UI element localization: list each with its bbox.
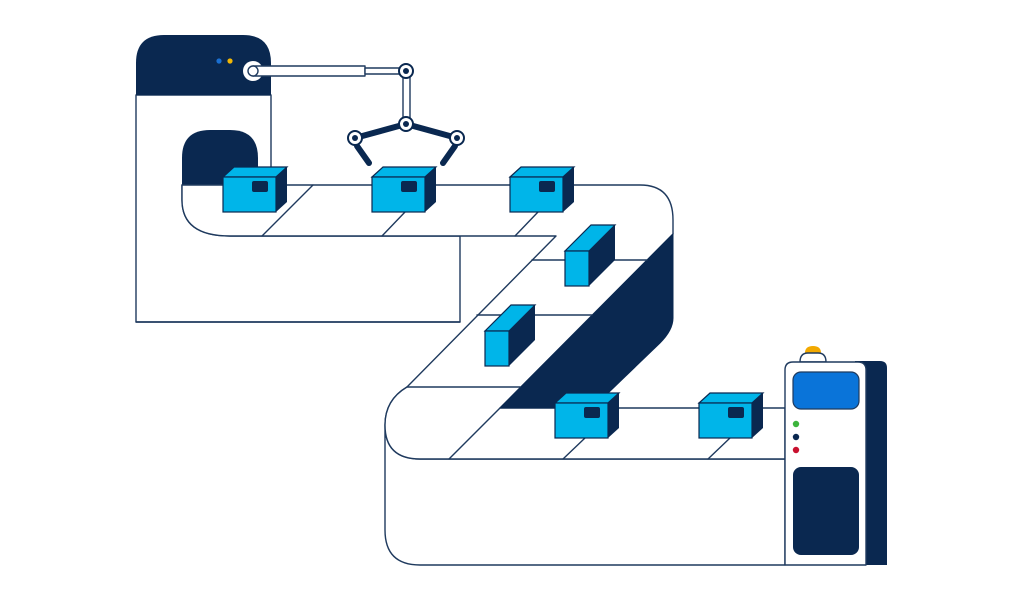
box-label [584, 407, 600, 418]
gripper-left-finger [354, 143, 372, 166]
joint-center [352, 135, 358, 141]
conveyor-belt [135, 184, 786, 566]
gripper-right-arm [403, 121, 460, 141]
box-side-a [563, 224, 617, 287]
box-top [221, 166, 289, 178]
box-side [563, 167, 574, 212]
belt-slat [707, 437, 731, 460]
box-side-b [483, 304, 537, 367]
box-side [509, 305, 535, 366]
box-front [484, 330, 510, 367]
box-front [371, 176, 426, 213]
belt-slat [261, 184, 314, 237]
box-label [539, 181, 555, 192]
box-side [276, 167, 287, 212]
box [370, 166, 438, 213]
belt-slat [381, 211, 406, 237]
joint-center [454, 135, 460, 141]
input-machine-top [136, 35, 271, 95]
status-led-red [792, 446, 800, 454]
box-top [553, 392, 621, 404]
box-side [608, 393, 619, 438]
belt-slat [448, 407, 501, 460]
belt-slat [514, 211, 539, 237]
box-side [752, 393, 763, 438]
gripper-left-arm [352, 121, 409, 141]
box-top [508, 166, 576, 178]
joint-center [403, 68, 409, 74]
box-side [425, 167, 436, 212]
screen-panel [792, 371, 860, 410]
belt-slat [562, 437, 586, 460]
box-side [589, 225, 615, 286]
output-machine [784, 346, 887, 566]
box-label [728, 407, 744, 418]
belt-surface [181, 184, 786, 460]
box-front [222, 176, 277, 213]
lamp-base [799, 352, 827, 363]
box [508, 166, 576, 213]
box-top [697, 392, 765, 404]
arm-upper-segment [252, 65, 366, 77]
box [553, 392, 621, 439]
warning-lamp-icon [805, 346, 821, 353]
indicator-dot-blue [216, 58, 222, 64]
status-led-navy [792, 433, 800, 441]
box [697, 392, 765, 439]
arm-joints [247, 63, 465, 146]
box-front [509, 176, 564, 213]
robot-arm [243, 61, 465, 166]
box-top [370, 166, 438, 178]
box-front [698, 402, 753, 439]
gripper-right-finger [440, 143, 458, 166]
box-label [252, 181, 268, 192]
status-led-green [792, 420, 800, 428]
boxes [221, 166, 765, 439]
indicator-dot-yellow [227, 58, 233, 64]
joint-center [403, 121, 409, 127]
box-front [554, 402, 609, 439]
box-label [401, 181, 417, 192]
box [221, 166, 289, 213]
output-door [793, 467, 859, 555]
joint-icon [247, 65, 259, 77]
box-front [564, 250, 590, 287]
